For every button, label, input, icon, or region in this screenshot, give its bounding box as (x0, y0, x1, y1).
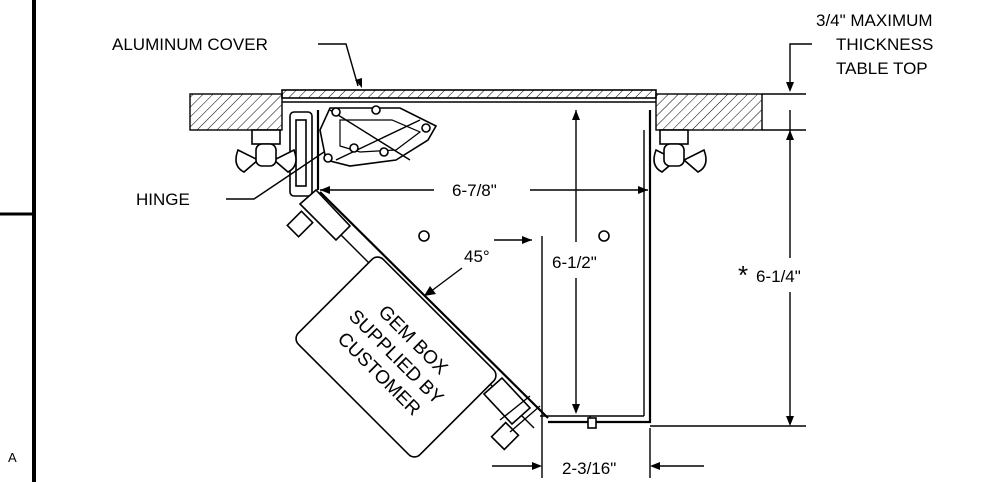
wing-nut-left (235, 129, 297, 173)
mounting-hole-right (598, 230, 610, 242)
overall-marker: * (738, 260, 748, 290)
sheet-border (0, 0, 36, 482)
box-body (316, 110, 652, 429)
max-thickness-line2: THICKNESS (836, 35, 933, 54)
hinge-label: HINGE (136, 190, 190, 209)
top-width-dimension (320, 186, 648, 194)
angle-leaders (424, 236, 532, 296)
table-top-right (655, 93, 763, 131)
aluminum-cover-leader (318, 43, 362, 88)
sheet-letter: A (8, 450, 17, 465)
hinge-leader (226, 151, 325, 200)
bottom-width-dimension (492, 236, 704, 478)
hinge-mechanism (289, 105, 438, 197)
gem-box: GEM BOX SUPPLIED BY CUSTOMER (295, 256, 497, 458)
top-width-value: 6-7/8" (452, 181, 497, 200)
overall-height-value: 6-1/4" (756, 267, 801, 286)
max-thickness-dimension (762, 43, 812, 140)
angle-value: 45° (464, 247, 490, 266)
bottom-width-value: 2-3/16" (562, 459, 616, 478)
inner-height-value: 6-1/2" (552, 253, 597, 272)
aluminum-cover-plate (281, 89, 657, 103)
max-thickness-line1: 3/4" MAXIMUM (816, 11, 933, 30)
wing-nut-right (653, 129, 707, 173)
inner-height-dimension (572, 110, 580, 414)
aluminum-cover-label: ALUMINUM COVER (112, 35, 268, 54)
max-thickness-line3: TABLE TOP (836, 59, 928, 78)
overall-height-dimension (650, 140, 806, 427)
table-top-left (189, 93, 283, 131)
mounting-hole-left (418, 230, 430, 242)
